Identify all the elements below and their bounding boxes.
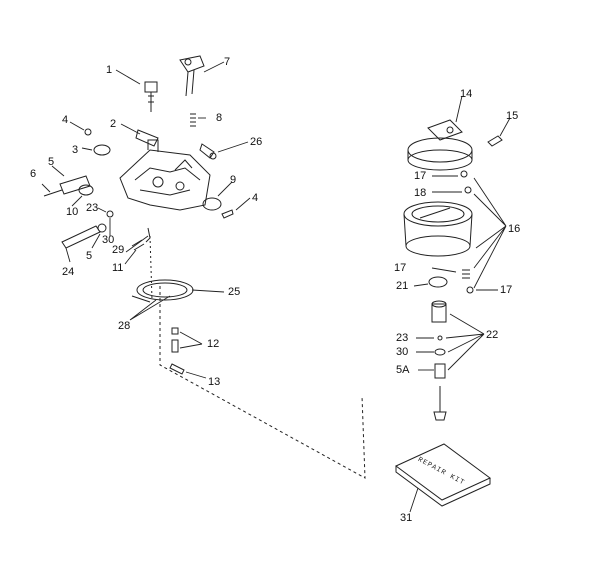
label-29: 29 [112, 244, 125, 256]
label-1: 1 [106, 64, 113, 76]
leader-lines [41, 61, 511, 513]
label-2: 2 [110, 118, 117, 130]
part-12-float-pin [171, 327, 179, 353]
part-13-clip [169, 363, 185, 375]
part-11-pin [131, 239, 145, 251]
part-18-washer [464, 186, 472, 194]
label-5a: 5A [396, 364, 410, 376]
part-7-choke-lever [179, 55, 205, 97]
part-29-spring [145, 227, 151, 243]
label-4-left: 4 [62, 114, 69, 126]
part-2-shaft [135, 129, 159, 147]
label-18: 18 [414, 187, 427, 199]
dashed-fuel-line [159, 286, 366, 479]
label-23-right: 23 [396, 332, 409, 344]
label-13: 13 [208, 376, 221, 388]
label-5-lower: 5 [86, 250, 93, 262]
label-11: 11 [112, 262, 124, 274]
part-21-gasket [428, 276, 448, 288]
label-24: 24 [62, 266, 75, 278]
part-22-nozzle [431, 300, 447, 421]
label-26: 26 [250, 136, 263, 148]
label-5-upper: 5 [48, 156, 55, 168]
dashed-connector [149, 235, 153, 301]
part-4-screw-left [84, 128, 92, 136]
label-3: 3 [72, 144, 79, 156]
part-9-disc [202, 197, 222, 211]
part-24-needle [61, 210, 114, 249]
part-8-spring [190, 113, 196, 127]
label-16: 16 [508, 223, 521, 235]
label-28: 28 [118, 320, 131, 332]
label-17-top: 17 [414, 170, 427, 182]
part-17-washer-top [460, 170, 468, 178]
part-31-repair-kit [395, 443, 491, 507]
part-17-spring-mid [462, 269, 470, 279]
label-17-right: 17 [500, 284, 513, 296]
label-17-mid: 17 [394, 262, 407, 274]
label-31: 31 [400, 512, 413, 524]
part-16-float [403, 201, 473, 257]
part-17-nut [466, 286, 474, 294]
part-25-bowl-gasket [131, 279, 194, 303]
label-8: 8 [216, 112, 223, 124]
label-14: 14 [460, 88, 473, 100]
label-6: 6 [30, 168, 37, 180]
label-9: 9 [230, 174, 237, 186]
label-23-left: 23 [86, 202, 99, 214]
part-26-screw [199, 143, 217, 160]
part-4-screw-right [221, 209, 234, 219]
label-30-right: 30 [396, 346, 409, 358]
label-22: 22 [486, 329, 499, 341]
label-4-right: 4 [252, 192, 259, 204]
part-14-fuel-tank-cover [407, 119, 473, 171]
part-5-needle-assembly [43, 175, 94, 197]
label-7: 7 [224, 56, 231, 68]
label-25: 25 [228, 286, 241, 298]
label-15: 15 [506, 110, 519, 122]
label-10: 10 [66, 206, 79, 218]
carburetor-body [119, 139, 211, 211]
label-30-left: 30 [102, 234, 115, 246]
label-12: 12 [207, 338, 220, 350]
label-21: 21 [396, 280, 409, 292]
part-3-disc [93, 144, 111, 156]
part-15-clip [487, 135, 503, 147]
part-1-throttle-shaft [144, 81, 158, 112]
